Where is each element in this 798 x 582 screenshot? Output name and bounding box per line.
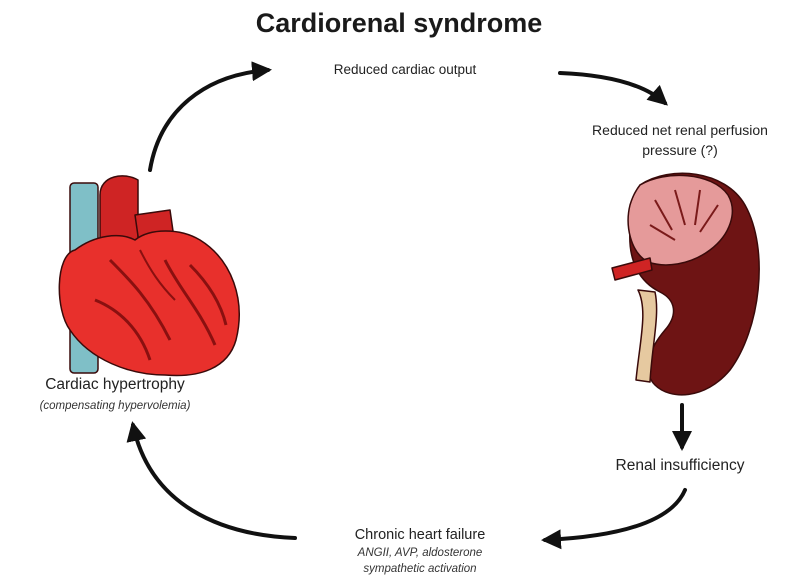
- arrow-insufficiency-to-failure: [545, 490, 685, 540]
- node-reduced-renal-perfusion-line1: Reduced net renal perfusion: [560, 120, 798, 140]
- node-chronic-heart-failure-detail2: sympathetic activation: [300, 563, 540, 575]
- diagram-title: Cardiorenal syndrome: [0, 8, 798, 39]
- node-cardiac-hypertrophy-detail: (compensating hypervolemia): [0, 400, 230, 412]
- arrow-output-to-perfusion: [560, 73, 665, 103]
- node-chronic-heart-failure-detail1: ANGII, AVP, aldosterone: [300, 547, 540, 559]
- node-reduced-renal-perfusion-line2: pressure (?): [560, 140, 798, 160]
- kidney-illustration: [612, 173, 759, 395]
- heart-illustration: [59, 176, 239, 376]
- node-renal-insufficiency: Renal insufficiency: [560, 457, 798, 475]
- node-cardiac-hypertrophy: Cardiac hypertrophy: [0, 376, 230, 394]
- arrow-failure-to-hypertrophy: [133, 425, 295, 538]
- arrow-heart-to-output: [150, 70, 268, 170]
- node-reduced-renal-perfusion: Reduced net renal perfusion pressure (?): [560, 120, 798, 160]
- node-reduced-cardiac-output: Reduced cardiac output: [215, 62, 595, 77]
- node-chronic-heart-failure: Chronic heart failure: [300, 527, 540, 543]
